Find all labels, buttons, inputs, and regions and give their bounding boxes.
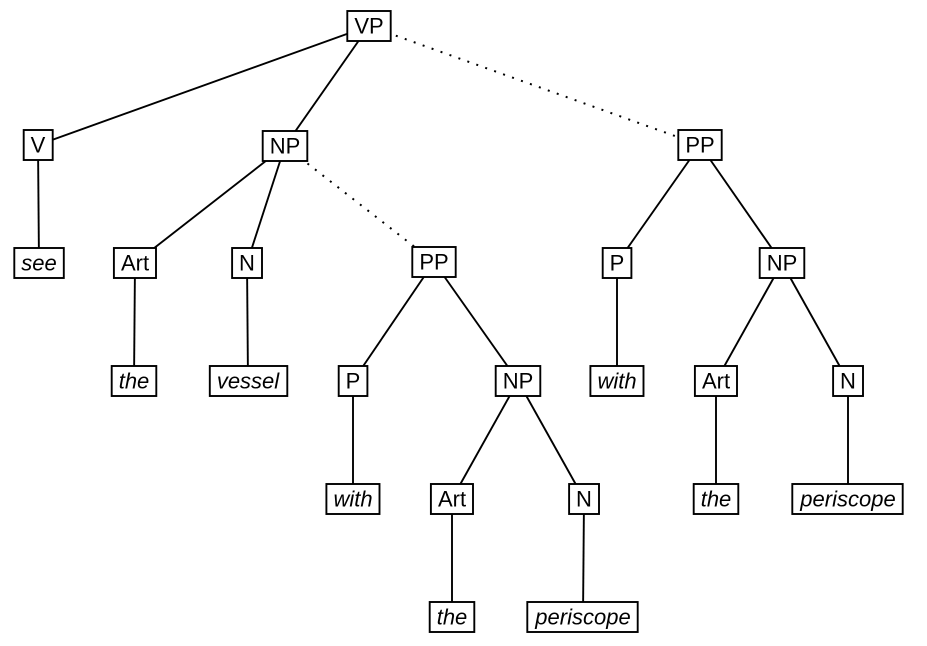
tree-node-box xyxy=(231,247,263,279)
tree-node-box xyxy=(428,601,476,633)
tree-node-v: V xyxy=(22,129,54,161)
tree-node-box xyxy=(677,129,723,161)
tree-node-box xyxy=(261,130,309,162)
tree-edge-np1-pp1-dotted xyxy=(284,145,435,263)
tree-node-label: with xyxy=(597,369,636,394)
tree-node-label: VP xyxy=(354,14,383,39)
tree-edge-np2-n2 xyxy=(517,380,585,500)
tree-node-label: vessel xyxy=(217,369,280,394)
tree-node-box xyxy=(693,365,738,397)
tree-node-label: NP xyxy=(270,134,301,159)
tree-node-see: see xyxy=(13,247,65,279)
tree-node-pp1: PP xyxy=(411,246,457,278)
tree-edge-vp-pp2-dotted xyxy=(368,25,701,146)
tree-node-label: N xyxy=(840,369,856,394)
tree-edge-art1-the1 xyxy=(133,262,136,382)
tree-edge-n2-peri1 xyxy=(582,498,585,618)
tree-node-box xyxy=(589,365,645,397)
tree-node-label: with xyxy=(333,487,372,512)
tree-node-box xyxy=(325,483,381,515)
tree-node-label: Art xyxy=(438,487,466,512)
tree-node-n2: N xyxy=(568,483,600,515)
tree-node-with2: with xyxy=(589,365,645,397)
tree-node-label: PP xyxy=(685,133,714,158)
tree-edge-vp-np1 xyxy=(284,25,370,147)
tree-node-box xyxy=(568,483,600,515)
tree-node-np3: NP xyxy=(758,247,806,279)
tree-node-box xyxy=(758,247,806,279)
tree-node-label: NP xyxy=(767,251,798,276)
tree-node-box xyxy=(22,129,54,161)
tree-node-art1: Art xyxy=(112,247,157,279)
tree-edge-vp-v xyxy=(37,25,370,146)
tree-edge-np1-n1 xyxy=(246,145,286,264)
tree-node-label: N xyxy=(239,251,255,276)
tree-node-box xyxy=(494,365,542,397)
tree-edge-np3-art3 xyxy=(715,262,783,382)
tree-node-label: NP xyxy=(503,369,534,394)
tree-node-box xyxy=(110,365,158,397)
tree-edge-v-see xyxy=(37,144,40,264)
tree-node-the2: the xyxy=(428,601,476,633)
tree-edges xyxy=(37,25,849,618)
tree-edge-pp2-p2 xyxy=(616,144,701,264)
tree-node-label: P xyxy=(346,369,361,394)
tree-node-the3: the xyxy=(692,483,740,515)
tree-edge-pp1-p1 xyxy=(352,261,435,382)
tree-node-peri2: periscope xyxy=(791,483,904,515)
tree-node-label: the xyxy=(437,605,468,630)
tree-node-label: see xyxy=(21,251,56,276)
tree-node-label: V xyxy=(31,133,46,158)
tree-edge-pp1-np2 xyxy=(433,261,519,382)
tree-node-peri1: periscope xyxy=(526,601,639,633)
tree-node-vessel: vessel xyxy=(208,365,289,397)
tree-node-p2: P xyxy=(601,247,633,279)
tree-node-box xyxy=(346,10,392,42)
tree-edge-np2-art2 xyxy=(451,380,519,500)
tree-edge-np3-n3 xyxy=(781,262,849,382)
tree-node-box xyxy=(791,483,904,515)
tree-node-art2: Art xyxy=(429,483,474,515)
tree-node-label: the xyxy=(701,487,732,512)
tree-node-box xyxy=(601,247,633,279)
tree-node-label: Art xyxy=(121,251,149,276)
tree-node-n1: N xyxy=(231,247,263,279)
tree-node-box xyxy=(526,601,639,633)
tree-node-box xyxy=(411,246,457,278)
tree-node-label: the xyxy=(119,369,150,394)
tree-node-n3: N xyxy=(832,365,864,397)
tree-node-label: PP xyxy=(419,250,448,275)
tree-node-pp2: PP xyxy=(677,129,723,161)
tree-node-box xyxy=(337,365,369,397)
tree-node-box xyxy=(112,247,157,279)
tree-node-label: Art xyxy=(702,369,730,394)
tree-node-with1: with xyxy=(325,483,381,515)
tree-node-p1: P xyxy=(337,365,369,397)
tree-node-np2: NP xyxy=(494,365,542,397)
tree-node-box xyxy=(13,247,65,279)
tree-node-label: N xyxy=(576,487,592,512)
tree-node-box xyxy=(692,483,740,515)
tree-node-box xyxy=(429,483,474,515)
tree-edge-np1-art1 xyxy=(134,145,286,264)
tree-node-box xyxy=(832,365,864,397)
tree-node-label: periscope xyxy=(799,487,895,512)
tree-node-box xyxy=(208,365,289,397)
tree-node-art3: Art xyxy=(693,365,738,397)
tree-edge-n1-vessel xyxy=(246,262,249,382)
tree-edge-pp2-np3 xyxy=(699,144,783,264)
tree-node-label: periscope xyxy=(534,605,630,630)
tree-node-label: P xyxy=(610,251,625,276)
tree-node-the1: the xyxy=(110,365,158,397)
tree-node-vp: VP xyxy=(346,10,392,42)
tree-node-np1: NP xyxy=(261,130,309,162)
